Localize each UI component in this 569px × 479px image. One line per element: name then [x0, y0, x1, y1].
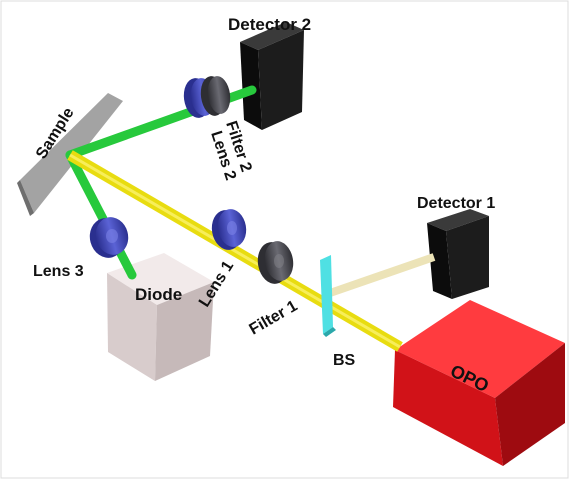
filter-1 — [257, 241, 294, 284]
filter-1-label: Filter 1 — [247, 297, 301, 338]
diode-label: Diode — [135, 285, 182, 304]
lens-1 — [211, 209, 247, 250]
reflected-beam — [328, 253, 436, 297]
beam-splitter — [320, 255, 336, 337]
bs-label: BS — [333, 352, 356, 369]
diode-source — [107, 253, 214, 381]
detector-2-label: Detector 2 — [228, 15, 311, 34]
detector-2 — [240, 22, 304, 130]
opo-laser — [393, 300, 565, 466]
detector-1 — [427, 209, 489, 299]
filter-2 — [200, 76, 231, 116]
lens-3-label: Lens 3 — [33, 263, 84, 280]
yellow-beam — [67, 150, 403, 352]
lens-3 — [89, 217, 129, 258]
detector-1-label: Detector 1 — [417, 195, 495, 212]
